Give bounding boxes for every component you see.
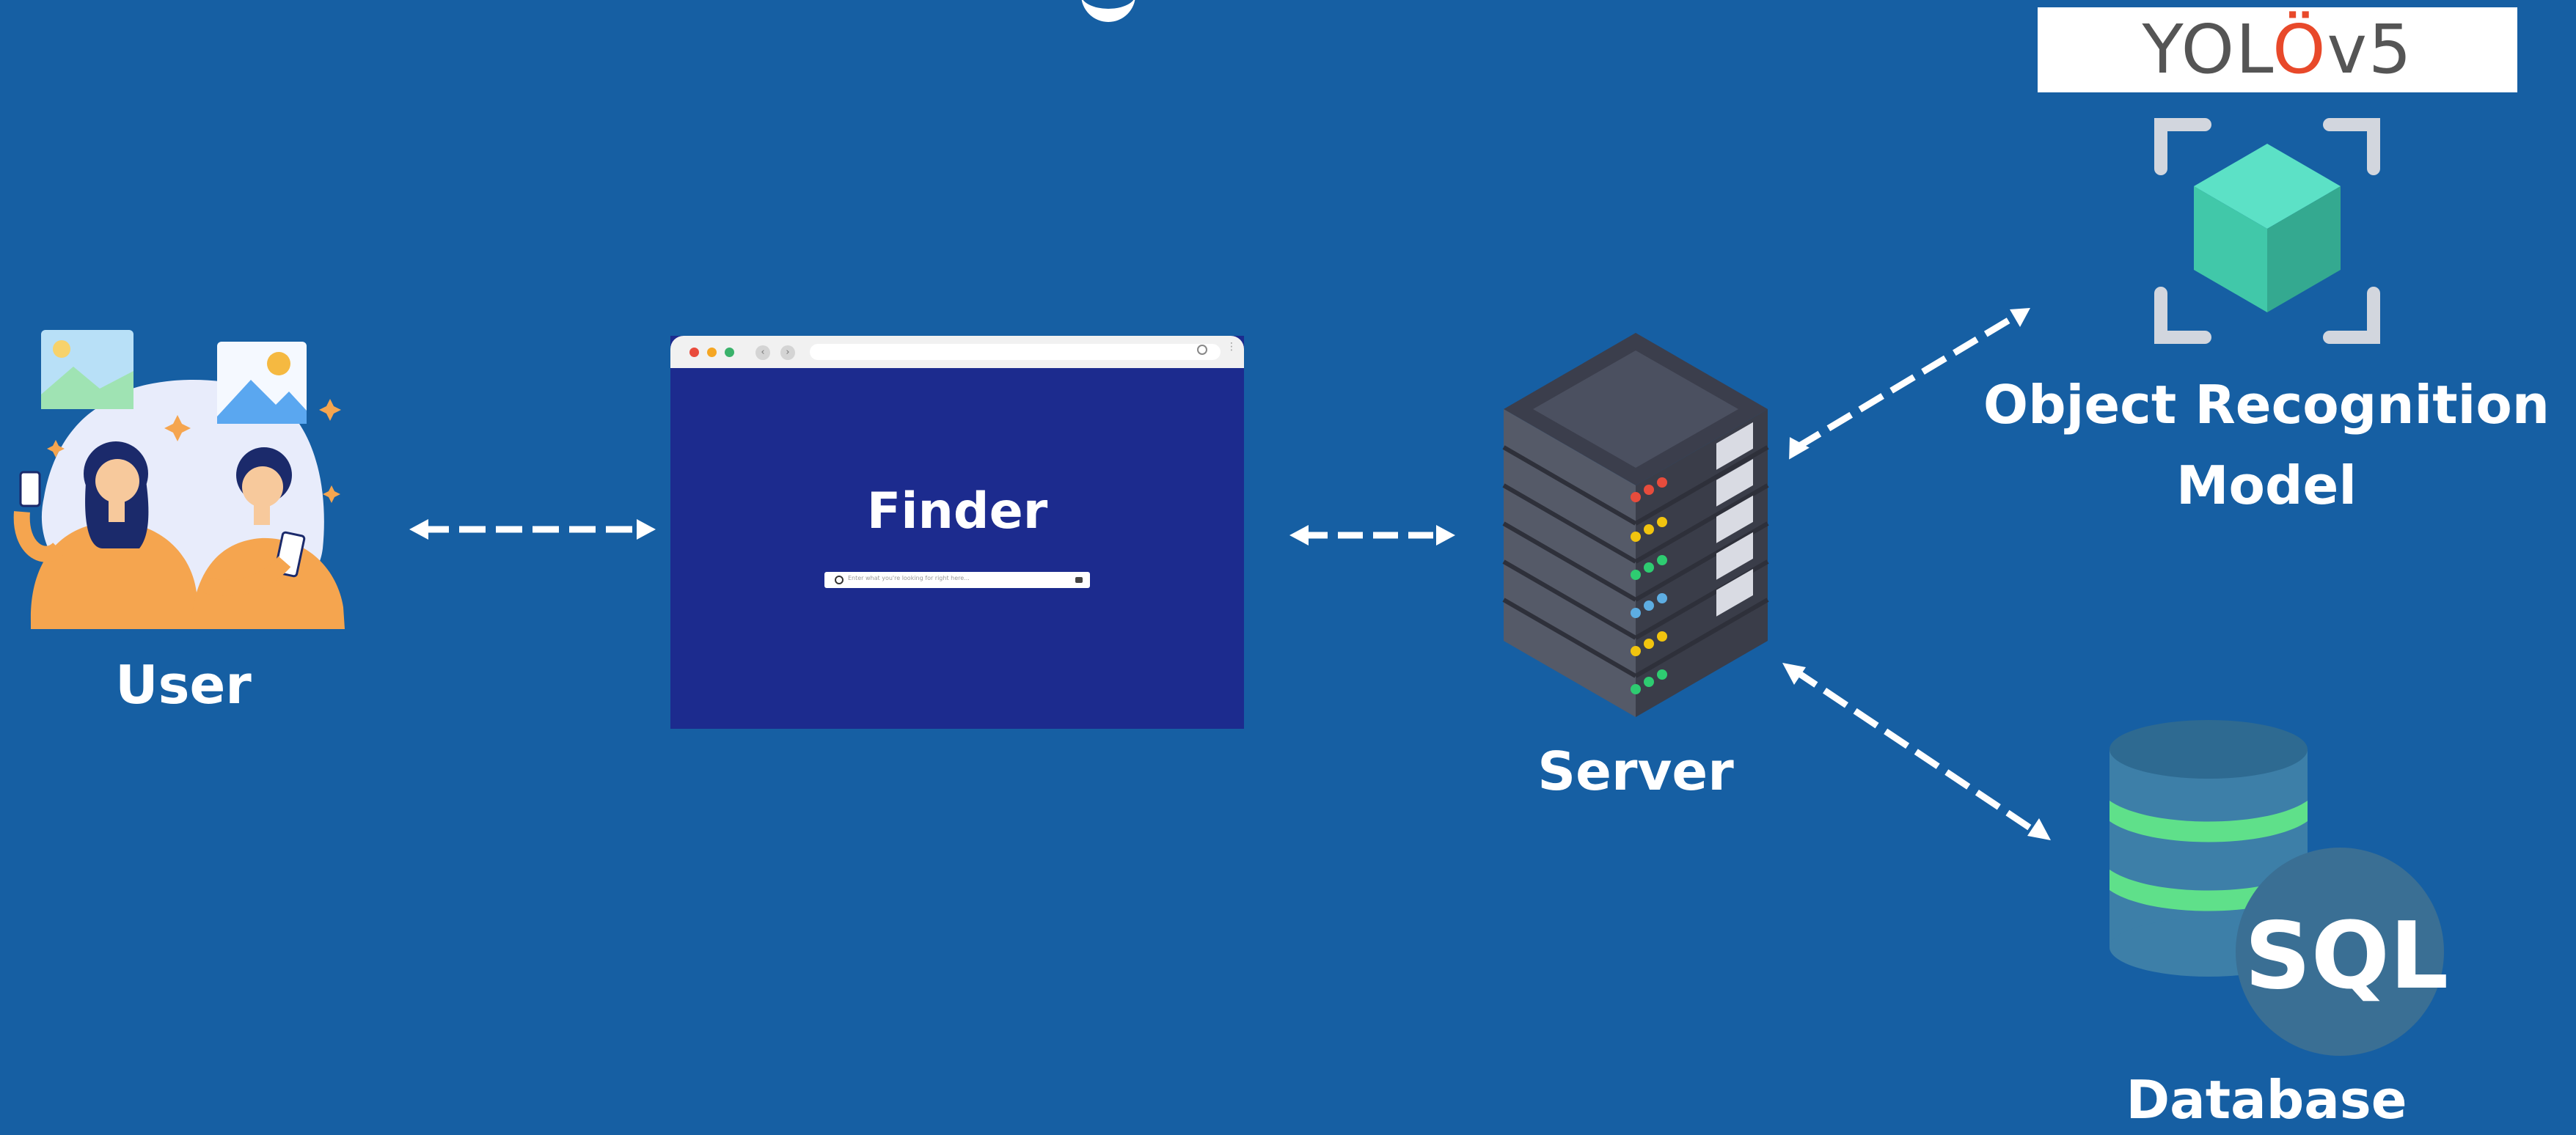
camera-icon	[1075, 577, 1083, 583]
database-illustration	[2110, 720, 2444, 1056]
model-label-line2: Model	[2176, 455, 2357, 516]
server-illustration	[1502, 333, 1769, 717]
back-arrow-icon: ‹	[755, 345, 770, 360]
menu-dots-icon: ⋮	[1226, 341, 1237, 353]
database-label: Database	[2126, 1069, 2407, 1131]
maximize-dot	[725, 348, 734, 357]
user-illustration	[13, 330, 345, 629]
user-label: User	[115, 654, 252, 716]
arrow-server-model	[1789, 308, 2030, 460]
model-label-line1: Object Recognition	[1983, 374, 2550, 436]
yolov5-logo-text: YOLÖv5	[2142, 10, 2413, 89]
arrow-finder-server	[1289, 525, 1455, 546]
minimize-dot	[707, 348, 717, 357]
search-icon	[835, 576, 844, 584]
yolov5-logo: YOLÖv5	[2038, 7, 2517, 92]
finder-browser-window: ‹ › ⋮ Finder Enter what you're looking f…	[670, 336, 1244, 729]
browser-toolbar: ‹ › ⋮	[670, 336, 1244, 368]
close-dot	[689, 348, 699, 357]
finder-title: Finder	[866, 482, 1048, 540]
server-label: Server	[1537, 741, 1734, 802]
object-recognition-icon	[2154, 118, 2380, 344]
title-fragment	[1081, 0, 1135, 22]
magnifier-icon	[1197, 345, 1207, 355]
sql-badge-text: SQL	[2244, 902, 2449, 1010]
forward-arrow-icon: ›	[780, 345, 795, 360]
arrow-server-database	[1782, 663, 2051, 840]
arrow-user-finder	[409, 519, 656, 540]
address-bar	[810, 344, 1221, 360]
search-placeholder: Enter what you're looking for right here…	[848, 575, 970, 581]
finder-search-bar: Enter what you're looking for right here…	[824, 572, 1090, 588]
